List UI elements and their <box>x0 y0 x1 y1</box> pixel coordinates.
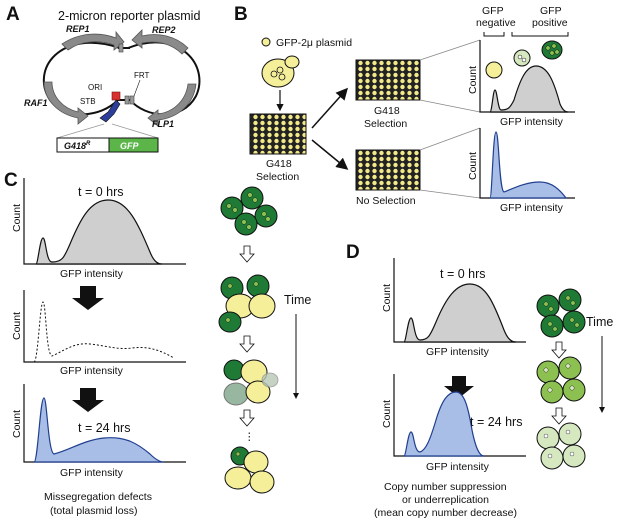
top-plate-label-1: G418 <box>374 105 400 117</box>
hist-c-mid-xlabel: GFP intensity <box>60 365 124 377</box>
cell-cluster-d-1 <box>536 288 586 338</box>
yeast-cell <box>261 58 295 88</box>
raf1-gene-arrow <box>43 81 89 125</box>
hist-c-t24-label: t = 24 hrs <box>78 421 130 435</box>
caption-d-2: or underreplication <box>402 494 489 506</box>
hist-c-t0-curve <box>35 199 163 265</box>
caption-c-1: Missegregation defects <box>44 491 152 503</box>
hist-c-t0-xlabel: GFP intensity <box>60 268 124 280</box>
hist-d-t24-curve <box>403 391 485 457</box>
gfp-box <box>108 137 159 153</box>
panel-c: C t = 0 hrs Count GFP intensity Count GF… <box>4 170 311 517</box>
panel-d-letter: D <box>346 242 360 263</box>
continuation-dots-c: ⋮ <box>244 431 255 443</box>
bottom-plate-label: No Selection <box>356 195 416 207</box>
big-arrow-c-1 <box>72 286 104 310</box>
panel-b: B GFP-2μ plasmid G418 Selection G418 Sel… <box>234 4 575 214</box>
selection-label-1: G418 <box>266 158 292 170</box>
gfp-positive-label-1: GFP <box>540 5 562 17</box>
panel-a-letter: A <box>6 4 20 25</box>
gfp-negative-cell <box>485 61 503 79</box>
g418-label: G418R <box>64 141 91 151</box>
hist-c-t0-count: Count <box>11 204 23 232</box>
panel-c-letter: C <box>4 170 18 191</box>
hist-d-t0-label: t = 0 hrs <box>440 267 486 281</box>
frt-label: FRT <box>134 71 150 80</box>
selection-label-2: Selection <box>256 171 299 183</box>
panel-a: A 2-micron reporter plasmid REP1 REP2 RA… <box>6 4 200 153</box>
hist-b-bottom-xlabel: GFP intensity <box>500 202 564 214</box>
raf1-label: RAF1 <box>24 98 48 108</box>
cell-cluster-c-1 <box>220 186 278 236</box>
hist-b-top-xlabel: GFP intensity <box>500 116 564 128</box>
rep2-label: REP2 <box>152 25 176 35</box>
hist-c-t24-count: Count <box>11 410 23 438</box>
gfp-negative-label-1: GFP <box>482 5 504 17</box>
cell-cluster-c-2 <box>218 274 276 333</box>
stb-element <box>99 99 121 123</box>
gfp-positive-label-2: positive <box>532 17 568 29</box>
plate-initial <box>249 113 307 155</box>
hist-c-mid-curve <box>33 301 175 363</box>
cell-cluster-c-3 <box>223 359 279 406</box>
ori-element <box>111 91 121 101</box>
big-arrow-c-2 <box>72 388 104 412</box>
caption-c-2: (total plasmid loss) <box>50 505 138 517</box>
frt-repeat-bottom <box>124 95 130 105</box>
hist-d-t0-curve <box>403 283 517 343</box>
gfp-negative-label-2: negative <box>476 17 516 29</box>
gfp-positive-bracket <box>511 32 569 37</box>
hist-d-t24-label: t = 24 hrs <box>470 415 522 429</box>
gfp-negative-bracket <box>483 32 505 37</box>
plate-no-selection <box>355 149 421 191</box>
frt-repeat-top <box>118 43 124 53</box>
plasmid-legend-text: GFP-2μ plasmid <box>276 37 352 49</box>
caption-d-1: Copy number suppression <box>384 481 507 493</box>
gfp-label: GFP <box>120 141 139 151</box>
caption-d-3: (mean copy number decrease) <box>374 507 517 519</box>
stb-label: STB <box>80 97 96 106</box>
hist-b-bottom-curve <box>489 131 568 199</box>
big-arrow-d <box>444 376 474 398</box>
plasmid-legend-icon <box>261 37 271 47</box>
cell-cluster-c-4 <box>224 446 275 494</box>
yeast-bud <box>284 55 300 69</box>
panel-d: D t = 0 hrs Count GFP intensity t = 24 h… <box>346 242 613 519</box>
hist-d-t24-count: Count <box>381 400 393 428</box>
hist-c-mid-axes <box>23 290 186 363</box>
flp1-gene-arrow <box>147 83 197 127</box>
hist-c-t24-curve <box>33 397 165 463</box>
rep1-label: REP1 <box>66 24 90 34</box>
hist-c-t0-label: t = 0 hrs <box>78 185 124 199</box>
plate-g418 <box>355 59 421 101</box>
time-label-d: Time <box>586 315 613 329</box>
hist-b-bottom-count: Count <box>467 152 479 180</box>
hist-c-t24-xlabel: GFP intensity <box>60 467 124 479</box>
flp1-label: FLP1 <box>152 119 174 129</box>
hist-b-top-curve <box>489 65 569 113</box>
cell-cluster-d-2 <box>536 356 586 404</box>
cell-cluster-d-3 <box>536 422 586 470</box>
plasmid-title: 2-micron reporter plasmid <box>58 9 200 23</box>
rep2-gene-arrow <box>131 29 189 55</box>
rep1-gene-arrow <box>61 30 125 51</box>
hist-b-top-count: Count <box>467 66 479 94</box>
hist-d-t24-xlabel: GFP intensity <box>426 461 490 473</box>
hist-d-t0-count: Count <box>381 284 393 312</box>
time-label-c: Time <box>284 293 311 307</box>
hist-d-t0-xlabel: GFP intensity <box>426 346 490 358</box>
gfp-positive-cell <box>541 40 563 60</box>
hist-c-mid-count: Count <box>11 312 23 340</box>
panel-b-letter: B <box>234 4 248 25</box>
top-plate-label-2: Selection <box>364 118 407 130</box>
ori-label: ORI <box>88 83 102 92</box>
